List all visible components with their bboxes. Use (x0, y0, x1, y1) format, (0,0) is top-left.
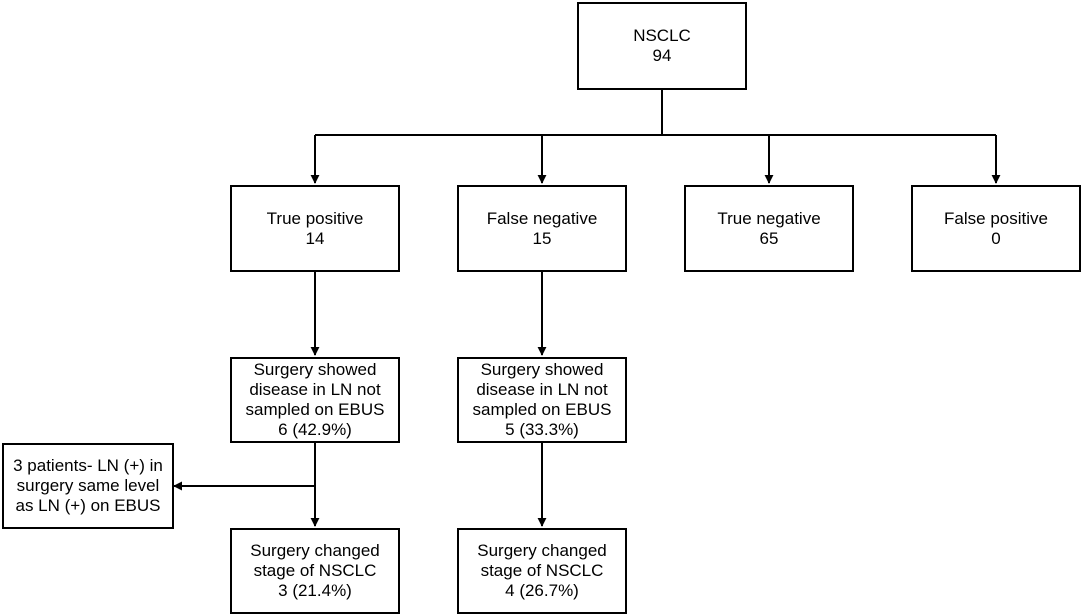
false-negative-box: False negative 15 (457, 185, 627, 272)
tp-stage-changed-box: Surgery changed stage of NSCLC 3 (21.4%) (230, 528, 400, 614)
root-count: 94 (652, 46, 672, 65)
true-positive-count: 14 (305, 228, 325, 248)
false-positive-count: 0 (991, 228, 1001, 248)
false-positive-box: False positive 0 (911, 185, 1081, 272)
true-positive-label: True positive (266, 208, 364, 228)
true-negative-count: 65 (759, 228, 779, 248)
fn-surgery-showed-box: Surgery showed disease in LN not sampled… (457, 357, 627, 443)
tp-surgery-showed-line-1: Surgery showed (253, 360, 377, 379)
false-positive-label: False positive (944, 208, 1048, 228)
false-negative-count: 15 (532, 228, 552, 248)
root-box-nsclc: NSCLC 94 (577, 2, 747, 90)
true-negative-label: True negative (717, 208, 821, 228)
fn-stage-changed-line-1: Surgery changed (477, 541, 607, 560)
tp-surgery-showed-box: Surgery showed disease in LN not sampled… (230, 357, 400, 443)
true-negative-box: True negative 65 (684, 185, 854, 272)
tp-surgery-showed-count: 6 (42.9%) (278, 420, 352, 439)
tp-stage-changed-line-1: Surgery changed (250, 541, 380, 560)
fn-stage-changed-line-2: stage of NSCLC (480, 561, 604, 580)
fn-surgery-showed-line-1: Surgery showed (480, 360, 604, 379)
true-positive-box: True positive 14 (230, 185, 400, 272)
tp-stage-changed-count: 3 (21.4%) (278, 581, 352, 600)
root-label: NSCLC (633, 26, 691, 45)
side-note-line-3: as LN (+) on EBUS (15, 496, 161, 515)
tp-stage-changed-line-2: stage of NSCLC (253, 561, 377, 580)
side-note-line-2: surgery same level (16, 476, 160, 495)
fn-stage-changed-count: 4 (26.7%) (505, 581, 579, 600)
side-note-box: 3 patients- LN (+) in surgery same level… (2, 443, 174, 529)
tp-surgery-showed-line-3: sampled on EBUS (245, 400, 385, 419)
fn-surgery-showed-count: 5 (33.3%) (505, 420, 579, 439)
side-note-line-1: 3 patients- LN (+) in (13, 456, 163, 475)
tp-surgery-showed-line-2: disease in LN not (249, 380, 381, 399)
fn-surgery-showed-line-3: sampled on EBUS (472, 400, 612, 419)
fn-surgery-showed-line-2: disease in LN not (476, 380, 608, 399)
fn-stage-changed-box: Surgery changed stage of NSCLC 4 (26.7%) (457, 528, 627, 614)
false-negative-label: False negative (486, 208, 598, 228)
